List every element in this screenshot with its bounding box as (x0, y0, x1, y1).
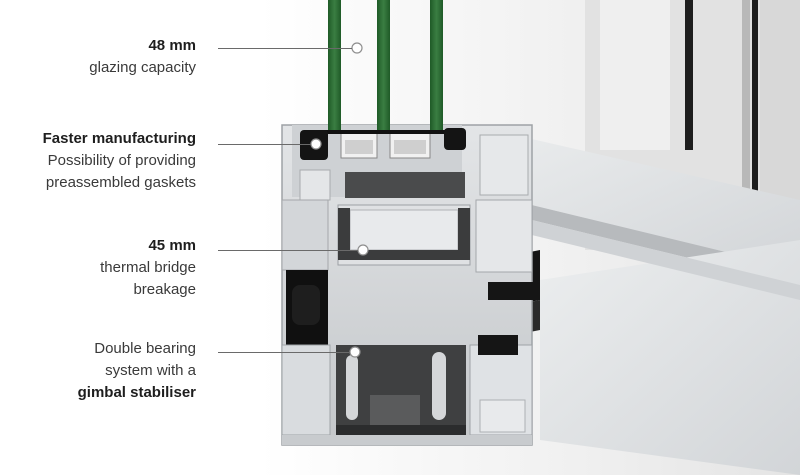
profile-lower-face (540, 240, 800, 475)
sash-right-chamber (479, 134, 529, 196)
callout-manufacturing-title: Faster manufacturing (42, 130, 196, 147)
desiccant-1 (345, 140, 373, 154)
bearing-rail-1 (346, 355, 358, 420)
desiccant-2 (394, 140, 426, 154)
setting-block (345, 172, 465, 198)
glass-pane-3 (430, 0, 443, 132)
thermal-break-chamber (349, 209, 459, 251)
callout-thermal: 45 mm thermal bridge breakage (100, 235, 196, 301)
marker-manufacturing (310, 138, 322, 150)
thermal-strip-3 (458, 208, 470, 260)
background-frame-top (600, 0, 670, 150)
profile-mid-face (470, 205, 800, 300)
label-area (0, 0, 262, 475)
bearing-insert (370, 395, 420, 425)
bearing-rail-2 (432, 352, 446, 420)
leader-glazing (218, 48, 352, 49)
thermal-strip-1 (338, 250, 470, 260)
lower-gasket-bulb (292, 285, 320, 325)
background-mullion-1 (742, 0, 750, 235)
frame-left-chamber (281, 344, 331, 436)
right-sash-wall (475, 199, 533, 273)
callout-thermal-line-2: breakage (133, 281, 196, 298)
leader-bearing (218, 352, 350, 353)
leader-thermal (218, 250, 358, 251)
glass-seal (324, 130, 446, 134)
glass-pane-1 (328, 0, 341, 132)
sash-left-chamber (299, 169, 331, 201)
thermal-strip-2 (338, 208, 350, 260)
frame-bottom (282, 435, 532, 445)
background-mullion-2 (752, 0, 758, 235)
callout-manufacturing: Faster manufacturing Possibility of prov… (43, 128, 196, 194)
callout-glazing-title: 48 mm (148, 37, 196, 54)
callout-bearing-title: gimbal stabiliser (77, 384, 196, 401)
callout-bearing-line-2: system with a (105, 362, 196, 379)
outer-gasket (444, 128, 466, 150)
marker-thermal (357, 244, 369, 256)
callout-manufacturing-line-1: Possibility of providing (47, 152, 196, 169)
callout-glazing-text: glazing capacity (89, 59, 196, 76)
callout-glazing: 48 mm glazing capacity (89, 35, 196, 79)
left-sash-wall (281, 199, 329, 271)
callout-thermal-title: 45 mm (148, 237, 196, 254)
frame-right-inner (479, 399, 526, 433)
marker-bearing (349, 346, 361, 358)
marker-glazing (351, 42, 363, 54)
callout-bearing: Double bearing system with a gimbal stab… (78, 338, 196, 404)
mid-gasket (488, 282, 540, 300)
callout-thermal-line-1: thermal bridge (100, 259, 196, 276)
frame-right-gasket (478, 335, 518, 355)
bearing-base (336, 425, 466, 435)
leader-manufacturing (218, 144, 311, 145)
profile-top-face (470, 125, 800, 270)
callout-manufacturing-line-2: preassembled gaskets (45, 174, 196, 191)
background-mullion-dark (685, 0, 693, 150)
glass-pane-2 (377, 0, 390, 132)
callout-bearing-line-1: Double bearing (94, 340, 196, 357)
